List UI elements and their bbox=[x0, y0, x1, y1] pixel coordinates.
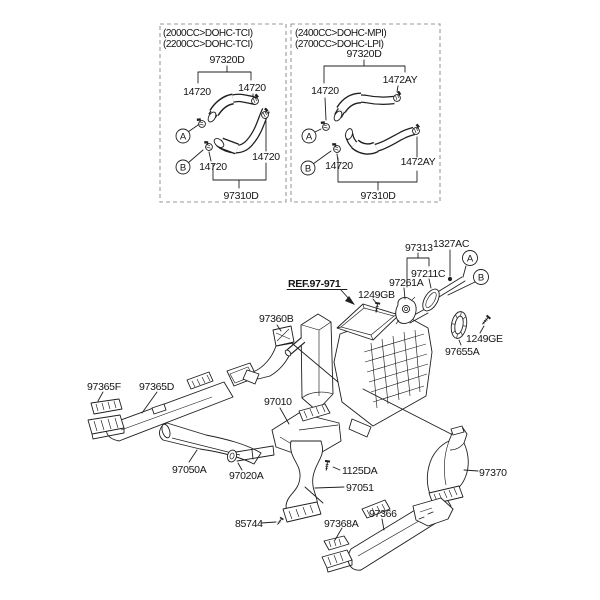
leader-line bbox=[314, 128, 322, 133]
bracket-line bbox=[323, 59, 406, 84]
callout-circle-b: B bbox=[175, 159, 191, 175]
part-label-1327ac: 1327AC bbox=[433, 238, 470, 250]
upper-heater-hose-icon bbox=[207, 93, 258, 123]
part-label-97211c: 97211C bbox=[411, 268, 446, 280]
clamp-label: 1472AY bbox=[401, 156, 436, 168]
screw-icon-1125da bbox=[322, 459, 332, 472]
part-label-97313: 97313 bbox=[405, 242, 433, 254]
leader-line bbox=[396, 85, 399, 93]
inset-box-left: (2000CC>DOHC-TCI) (2200CC>DOHC-TCI) 9732… bbox=[159, 23, 287, 203]
clamp-label: 14720 bbox=[252, 151, 280, 163]
vent-97368a-drawing bbox=[321, 535, 353, 573]
bracket-line bbox=[337, 157, 418, 191]
engine-variant-label: (2700CC>DOHC-LPI) bbox=[295, 39, 384, 50]
bracket-97261a-drawing bbox=[395, 296, 417, 325]
lower-heater-hose-icon bbox=[213, 108, 270, 155]
hose-clamp-icon bbox=[318, 118, 332, 133]
bracket-line bbox=[197, 65, 252, 84]
callout-circle-a: A bbox=[175, 128, 191, 144]
part-label-1249ge: 1249GE bbox=[466, 333, 503, 345]
inset-box-right: (2400CC>DOHC-MPI) (2700CC>DOHC-LPI) 9732… bbox=[290, 23, 441, 203]
part-label-1125da: 1125DA bbox=[342, 465, 378, 477]
screw-icon-1249ge bbox=[479, 314, 492, 327]
duct-97366-drawing bbox=[347, 497, 454, 571]
engine-variant-label: (2200CC>DOHC-TCI) bbox=[163, 39, 253, 50]
part-label-97010: 97010 bbox=[264, 396, 292, 408]
svg-text:A: A bbox=[306, 131, 313, 142]
leader-line bbox=[208, 151, 212, 162]
connection-line bbox=[362, 388, 452, 435]
duct-97360b-drawing bbox=[242, 325, 295, 385]
pipe-97211c-drawing bbox=[406, 276, 466, 324]
leader-line bbox=[187, 124, 199, 133]
svg-text:B: B bbox=[305, 163, 311, 174]
svg-text:B: B bbox=[180, 162, 186, 173]
duct-97365d-drawing bbox=[106, 362, 258, 442]
dashed-border-left bbox=[159, 23, 287, 203]
rivet-dot-1327ac bbox=[447, 276, 453, 282]
part-label-97310d: 97310D bbox=[224, 190, 260, 202]
part-label-97320d: 97320D bbox=[347, 48, 383, 60]
part-label-97051: 97051 bbox=[346, 482, 374, 494]
part-label-97360b: 97360B bbox=[259, 313, 294, 325]
connection-line bbox=[304, 486, 324, 504]
leader-line bbox=[312, 150, 332, 165]
engine-variant-label: (2000CC>DOHC-TCI) bbox=[163, 28, 253, 39]
grommet-97655a-drawing bbox=[450, 311, 468, 339]
clamp-label: 1472AY bbox=[383, 74, 418, 86]
duct-97370-drawing bbox=[426, 425, 469, 510]
main-diagram: A B 97313 1327AC 97211C 97261A 1249GB RE… bbox=[87, 238, 507, 573]
part-label-97365f: 97365F bbox=[87, 381, 121, 393]
bracket-line bbox=[212, 162, 267, 189]
part-label-97020a: 97020A bbox=[229, 470, 264, 482]
pin-icon-85744 bbox=[274, 516, 285, 527]
callout-circle-b: B bbox=[300, 160, 316, 176]
part-label-97320d: 97320D bbox=[210, 54, 246, 66]
svg-text:A: A bbox=[180, 131, 187, 142]
clamp-label: 14720 bbox=[183, 86, 211, 98]
clamp-label: 14720 bbox=[325, 160, 353, 172]
leader-line bbox=[324, 97, 327, 121]
part-label-97261a: 97261A bbox=[389, 277, 424, 289]
ref-arrowhead bbox=[345, 296, 355, 305]
callout-circle-a: A bbox=[462, 250, 478, 266]
engine-variant-label: (2400CC>DOHC-MPI) bbox=[295, 28, 386, 39]
part-label-97050a: 97050A bbox=[172, 464, 207, 476]
part-label-85744: 85744 bbox=[235, 518, 263, 530]
part-label-97368a: 97368A bbox=[324, 518, 359, 530]
part-label-97310d: 97310D bbox=[361, 190, 397, 202]
ref-label: REF.97-971 bbox=[288, 278, 341, 290]
part-label-97370: 97370 bbox=[479, 467, 507, 479]
connector-97020a-drawing bbox=[226, 445, 275, 463]
part-label-97365d: 97365D bbox=[139, 381, 175, 393]
duct-97050a-drawing bbox=[159, 422, 262, 465]
duct-97010-drawing bbox=[271, 403, 342, 460]
clamp-label: 14720 bbox=[238, 82, 266, 94]
part-label-97655a: 97655A bbox=[445, 346, 480, 358]
callout-circle-b: B bbox=[473, 269, 489, 285]
part-label-97366: 97366 bbox=[369, 508, 397, 520]
part-label-1249gb: 1249GB bbox=[358, 289, 395, 301]
callout-circle-a: A bbox=[301, 128, 317, 144]
heater-unit-drawing bbox=[284, 303, 433, 438]
leader-line bbox=[187, 149, 204, 164]
hose-clamp-icon bbox=[329, 140, 343, 155]
vent-97365f-drawing bbox=[87, 398, 125, 440]
clamp-label: 14720 bbox=[311, 85, 339, 97]
hose-clamp-icon bbox=[194, 115, 208, 130]
upper-heater-hose-icon bbox=[333, 92, 395, 122]
duct-97051-drawing bbox=[282, 440, 324, 523]
hose-clamp-icon bbox=[201, 138, 215, 153]
leader-lines bbox=[97, 249, 485, 541]
svg-text:A: A bbox=[467, 253, 474, 264]
lower-heater-hose-icon bbox=[344, 126, 416, 155]
connection-line bbox=[293, 344, 339, 383]
dashed-border-right bbox=[290, 23, 441, 203]
svg-text:B: B bbox=[478, 272, 484, 283]
